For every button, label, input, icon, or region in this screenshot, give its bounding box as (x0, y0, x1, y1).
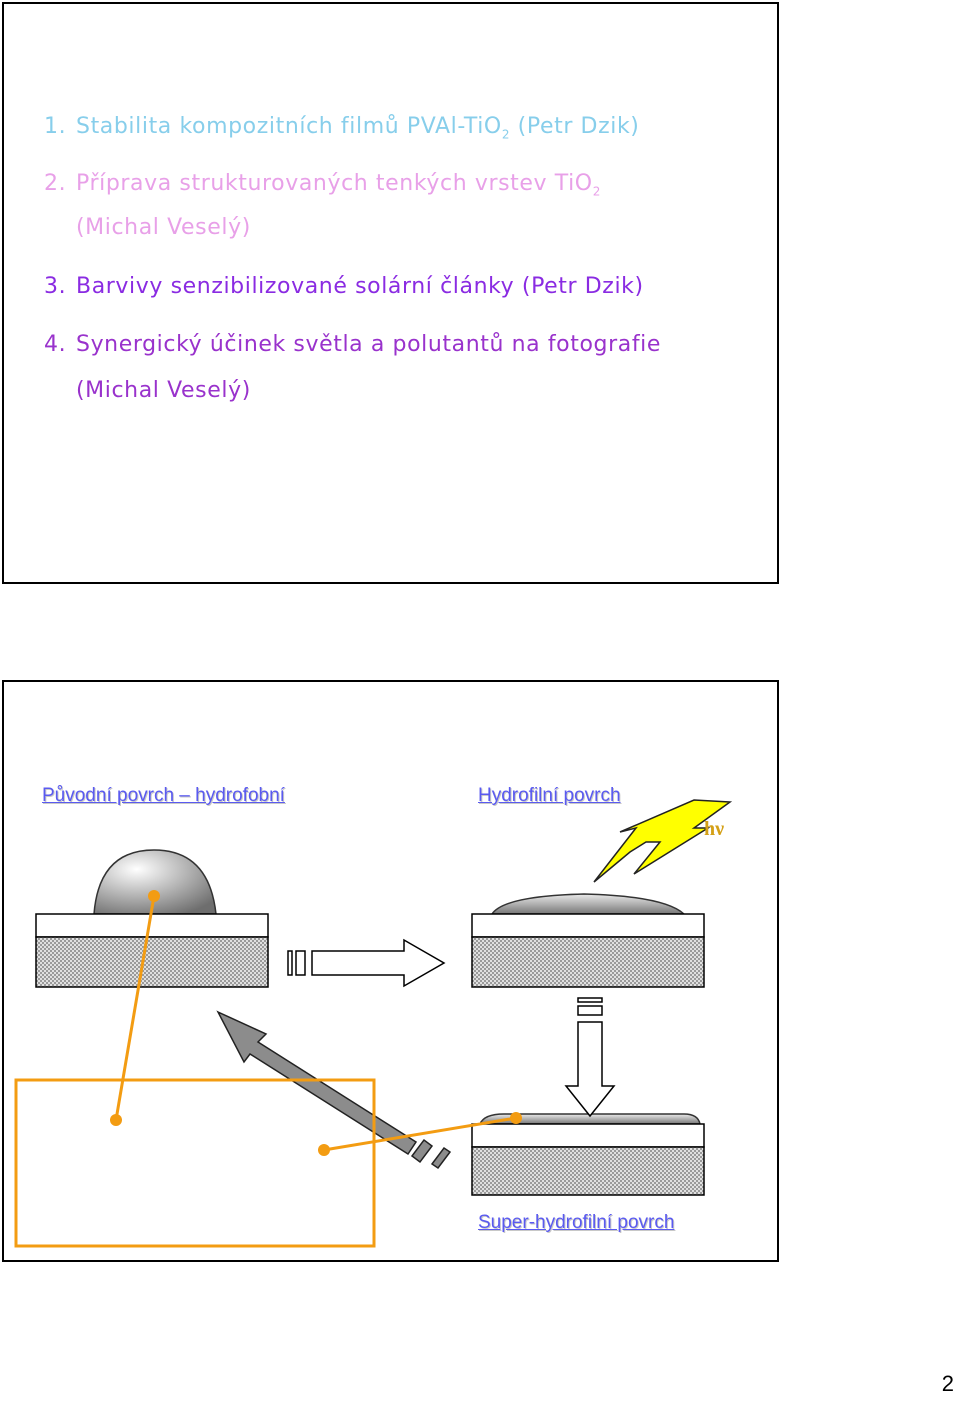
label-hydrophilic-surface: Hydrofilní povrch (478, 785, 621, 806)
list-item-3: 3.Barvivy senzibilizované solární články… (44, 274, 644, 299)
down-arrow-icon (564, 997, 616, 1118)
tio2-layer-3 (471, 1123, 705, 1148)
flattened-drop (490, 893, 686, 915)
callout-dot-2 (110, 1114, 122, 1126)
return-arrow-icon (216, 1010, 452, 1170)
diagram (14, 799, 733, 1248)
water-drop (93, 849, 217, 915)
right-top-substrate (471, 893, 705, 988)
right-bottom-substrate (471, 1113, 705, 1196)
lightning-icon (593, 799, 733, 883)
callout-line-2 (323, 1116, 517, 1152)
tio2-layer-2 (471, 913, 705, 938)
substrate-3 (471, 1146, 705, 1196)
callout-dot-1 (148, 890, 160, 902)
list-item-2-continuation: (Michal Veselý) (76, 215, 251, 240)
callout-line-1 (114, 895, 156, 1121)
slide-1: 1.Stabilita kompozitních filmů PVAl-TiO2… (2, 2, 779, 584)
tio2-layer (35, 913, 269, 938)
left-substrate (35, 849, 269, 988)
label-hv: hν (704, 818, 725, 840)
callout-box (14, 1078, 376, 1248)
callout-dot-3 (510, 1112, 522, 1124)
slide-2: Původní povrch – hydrofobní Hydrofilní p… (2, 680, 779, 1262)
right-arrow-icon (287, 938, 446, 988)
label-super-hydrophilic: Super-hydrofilní povrch (478, 1212, 675, 1233)
list-item-2: 2.Příprava strukturovaných tenkých vrste… (44, 171, 601, 199)
substrate-2 (471, 936, 705, 988)
label-original-surface: Původní povrch – hydrofobní (42, 785, 285, 806)
thin-film-drop (478, 1113, 701, 1125)
list-item-1: 1.Stabilita kompozitních filmů PVAl-TiO2… (44, 114, 640, 142)
list-item-4-continuation: (Michal Veselý) (76, 378, 251, 403)
page-number: 2 (941, 1371, 954, 1396)
list-item-4: 4.Synergický účinek světla a polutantů n… (44, 332, 662, 357)
substrate (35, 936, 269, 988)
callout-dot-4 (318, 1144, 330, 1156)
